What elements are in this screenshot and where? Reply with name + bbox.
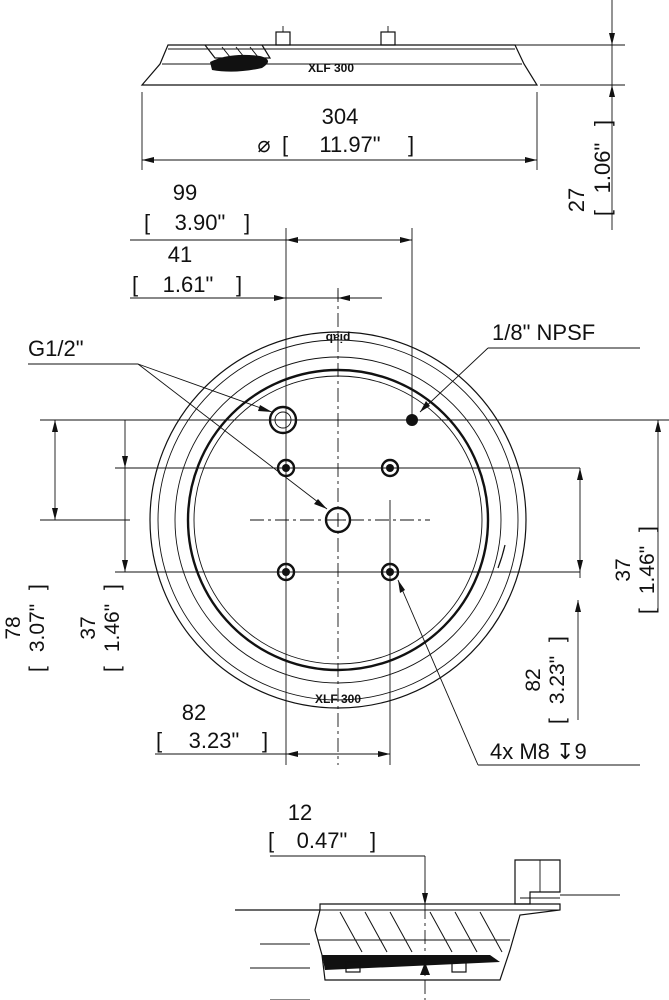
svg-text:]: ] [370,828,376,853]
dim-82-bottom-imperial: 3.23" [189,728,240,753]
dim-12-imperial: 0.47" [297,828,348,853]
port-npsf-label: 1/8" NPSF [492,320,595,345]
label-g12: G1/2" [28,336,328,510]
svg-text:[: [ [282,132,288,157]
svg-text:]: ] [236,272,242,297]
side-view: XLF 300 [140,26,539,86]
svg-text:]: ] [546,636,569,642]
port-g12-label: G1/2" [28,336,84,361]
dim-37-left-value: 37 [77,616,100,639]
svg-text:[: [ [546,718,569,724]
dim-78: 78 [ 3.07" ] [2,420,58,672]
dim-41-imperial: 1.61" [163,272,214,297]
dim-82-right-value: 82 [522,668,545,691]
dim-37-left: 37 [ 1.46" ] [77,420,128,672]
svg-text:[: [ [268,828,274,853]
dim-12-value: 12 [288,800,312,825]
diameter-imperial: 11.97" [319,132,380,157]
svg-text:]: ] [590,120,615,126]
dim-37-right: 37 [ 1.46" ] [577,468,659,614]
dim-78-value: 78 [2,616,25,639]
svg-text:]: ] [636,526,659,532]
svg-text:]: ] [262,728,268,753]
dim-41: 41 [ 1.61" ] [130,242,382,301]
height-value: 27 [564,188,589,212]
dim-12: 12 [ 0.47" ] [268,800,428,905]
dim-99: 99 [ 3.90" ] [130,180,412,243]
svg-text:[: [ [144,210,150,235]
dim-78-imperial: 3.07" [26,604,49,652]
svg-text:[: [ [26,666,49,672]
svg-text:[: [ [156,728,162,753]
threads-label: 4x M8 ↧9 [490,739,587,764]
dim-height-27: 27 [ 1.06" ] [290,0,625,230]
dim-37-right-value: 37 [612,558,635,581]
dim-99-value: 99 [173,180,197,205]
svg-text:[: [ [132,272,138,297]
svg-text:]: ] [408,132,414,157]
section-view [235,859,620,1000]
label-npsf: 1/8" NPSF [419,320,640,413]
dim-82-right-imperial: 3.23" [546,656,569,704]
dim-37-left-imperial: 1.46" [101,604,124,652]
dim-41-value: 41 [168,242,192,267]
svg-text:]: ] [26,584,49,590]
svg-text:]: ] [101,584,124,590]
svg-text:[: [ [101,666,124,672]
svg-text:]: ] [244,210,250,235]
diameter-symbol: ⌀ [257,132,270,157]
label-threads: 4x M8 ↧9 [397,579,640,766]
dim-99-imperial: 3.90" [175,210,226,235]
dim-82-right: 82 [ 3.23" ] [522,420,661,724]
dim-82-bottom: 82 [ 3.23" ] [155,700,390,757]
dim-82-bottom-value: 82 [182,700,206,725]
top-view: piab XLF 300 [40,228,669,765]
diameter-value: 304 [322,104,359,129]
dim-37-right-imperial: 1.46" [636,546,659,594]
height-imperial: 1.06" [590,143,615,194]
svg-text:[: [ [636,608,659,614]
side-model-logo: XLF 300 [308,61,354,75]
svg-text:[: [ [590,210,615,216]
dim-diameter: 304 ⌀ [ 11.97" ] [141,92,538,170]
